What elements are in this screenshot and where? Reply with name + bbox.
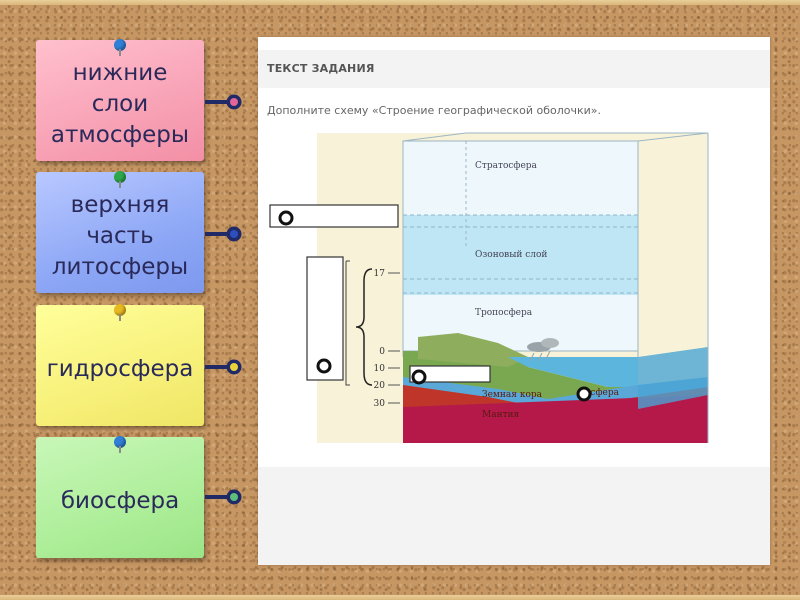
label-mantle: Мантия [482, 410, 520, 420]
pushpin-icon [114, 171, 126, 188]
panel-footer [258, 467, 770, 565]
note-upper-lithosphere[interactable]: верхняя часть литосферы [36, 171, 204, 293]
label-stratosphere: Стратосфера [475, 161, 538, 171]
answer-slot-crust[interactable] [409, 365, 491, 383]
answer-slot-marker[interactable] [411, 369, 427, 385]
cloud-rain-icon [527, 338, 559, 362]
answer-slot-marker-hydrosphere[interactable] [576, 386, 592, 402]
scale-17: 17 [374, 269, 386, 279]
answer-slot-marker[interactable] [278, 210, 294, 226]
note-biosphere[interactable]: биосфера [36, 436, 204, 558]
board-frame-top [0, 0, 800, 5]
note-label: гидросфера [46, 356, 194, 382]
ocean-surface [508, 357, 638, 387]
scale-20: 20 [374, 381, 386, 391]
note-label: биосфера [60, 488, 180, 514]
board-frame-bottom [0, 595, 800, 600]
scale-10: 10 [374, 364, 386, 374]
scale-ticks [388, 272, 400, 404]
label-hydrosphere-fragment: осфера [585, 388, 620, 398]
label-earth-crust: Земная кора [482, 390, 543, 400]
task-title: ТЕКСТ ЗАДАНИЯ [267, 62, 375, 75]
connector-handle-3[interactable] [205, 356, 245, 378]
ozone-layer-band [403, 215, 638, 295]
pushpin-icon [114, 39, 126, 56]
label-troposphere: Тропосфера [475, 308, 533, 318]
scale-0: 0 [379, 347, 385, 357]
label-ozone-layer: Озоновый слой [475, 250, 547, 260]
top-left-edge [402, 132, 467, 142]
mantle-block [403, 395, 708, 443]
ocean-side-face [638, 347, 708, 409]
answer-slot-marker[interactable] [316, 358, 332, 374]
scale-30: 30 [374, 399, 386, 409]
bracket-brace [355, 268, 373, 386]
geographic-envelope-diagram: Стратосфера Озоновый слой Тропосфера Зем… [269, 132, 709, 443]
note-label: верхняя часть литосферы [51, 192, 189, 280]
pushpin-icon [114, 436, 126, 453]
note-hydrosphere[interactable]: гидросфера [36, 304, 204, 426]
task-header: ТЕКСТ ЗАДАНИЯ [258, 50, 770, 88]
connector-handle-4[interactable] [205, 486, 245, 508]
connector-handle-2[interactable] [205, 223, 245, 245]
connector-handle-1[interactable] [205, 91, 245, 113]
task-instruction: Дополните схему «Строение географической… [267, 104, 602, 117]
answer-slot-upper[interactable] [269, 204, 399, 228]
top-right-edge [637, 132, 709, 142]
bracket-line [345, 260, 350, 386]
exercise-panel: ТЕКСТ ЗАДАНИЯ Дополните схему «Строение … [258, 37, 770, 565]
note-lower-atmosphere[interactable]: нижние слои атмосферы [36, 39, 204, 161]
pushpin-icon [114, 304, 126, 321]
note-label: нижние слои атмосферы [50, 60, 190, 148]
mountains [418, 333, 528, 367]
